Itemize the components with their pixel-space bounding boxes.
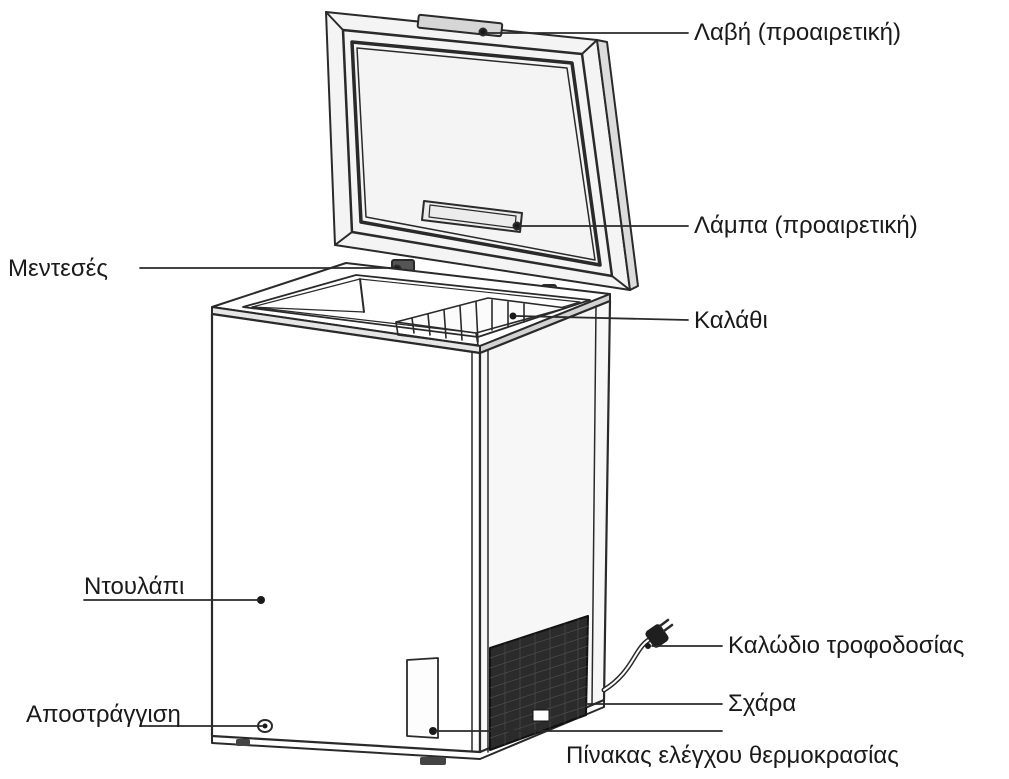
label-basket: Καλάθι — [694, 307, 768, 334]
lamp-icon — [421, 200, 523, 233]
label-lamp: Λάμπα (προαιρετική) — [694, 212, 918, 239]
label-grille: Σχάρα — [728, 690, 797, 717]
leader-lines — [83, 32, 723, 732]
label-drain: Αποστράγγιση — [26, 701, 181, 728]
lid — [325, 11, 639, 291]
label-cabinet: Ντουλάπι — [84, 573, 185, 600]
cabinet-marker — [257, 596, 265, 604]
label-power-cord: Καλώδιο τροφοδοσίας — [728, 632, 965, 659]
label-hinges: Μεντεσές — [8, 255, 108, 282]
grille-icon — [489, 615, 589, 751]
temp-panel-icon — [406, 657, 439, 739]
handle-icon — [416, 13, 504, 38]
power-cord-icon — [601, 618, 674, 693]
label-handle: Λαβή (προαιρετική) — [694, 19, 901, 46]
basket-icon — [395, 297, 567, 346]
label-temp-panel: Πίνακας ελέγχου θερμοκρασίας — [566, 742, 899, 769]
